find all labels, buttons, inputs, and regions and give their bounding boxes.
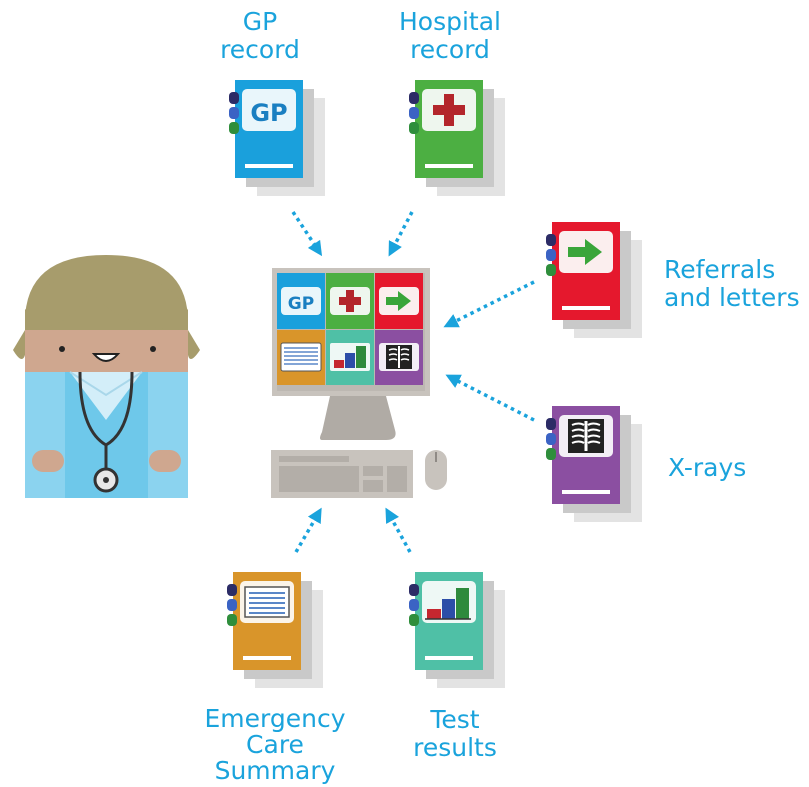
mouse-icon bbox=[425, 450, 447, 490]
hospital-record-label: Hospital record bbox=[398, 7, 501, 64]
test-results-label: Test results bbox=[413, 705, 497, 762]
xray-ribcage-icon bbox=[568, 419, 604, 453]
xrays-binder bbox=[546, 406, 642, 522]
doctor-illustration bbox=[13, 255, 200, 498]
test-results-binder bbox=[409, 572, 505, 688]
flow-arrows bbox=[291, 211, 535, 553]
gp-record-binder: GP bbox=[229, 80, 325, 196]
gp-record-label: GP record bbox=[220, 7, 300, 64]
arrow-emergency-to-computer bbox=[294, 507, 322, 553]
medical-cross-icon bbox=[433, 94, 465, 126]
xrays-label: X-rays bbox=[668, 453, 747, 482]
emergency-care-summary-binder bbox=[227, 572, 323, 688]
emergency-care-summary-label: Emergency Care Summary bbox=[204, 704, 346, 785]
referrals-label: Referrals and letters bbox=[664, 255, 800, 312]
screen-document-icon bbox=[284, 347, 318, 365]
computer-illustration: GP bbox=[271, 268, 447, 498]
arrow-hospital-to-computer bbox=[388, 211, 414, 257]
right-arrow-icon bbox=[568, 239, 602, 265]
gp-text-icon: GP bbox=[250, 99, 287, 127]
screen-xray-icon bbox=[386, 345, 412, 369]
arrow-referrals-to-computer bbox=[443, 280, 535, 328]
screen-gp-text-icon: GP bbox=[288, 294, 314, 314]
arrow-gp-to-computer bbox=[291, 211, 323, 257]
screen-bar-chart-icon bbox=[334, 346, 366, 368]
arrow-xrays-to-computer bbox=[445, 374, 535, 422]
arrow-tests-to-computer bbox=[385, 507, 412, 553]
bar-chart-icon bbox=[425, 588, 471, 620]
referrals-binder bbox=[546, 222, 642, 338]
document-lines-icon bbox=[244, 586, 290, 618]
hospital-record-binder bbox=[409, 80, 505, 196]
screen-arrow-icon bbox=[386, 291, 411, 311]
